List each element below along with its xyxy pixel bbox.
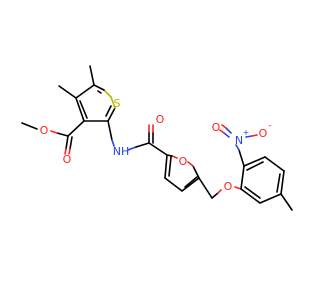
bond <box>168 156 172 177</box>
bond <box>107 120 113 141</box>
methyl-bond-lower <box>58 85 77 99</box>
bond <box>148 142 168 156</box>
nitro-oxygen-charge: - <box>268 121 271 131</box>
bond <box>68 148 71 155</box>
bond <box>50 130 58 134</box>
atom-label-ester-single-oxygen: O <box>40 124 49 137</box>
bond <box>75 84 95 99</box>
atom-label-amide-oxygen: O <box>156 113 165 126</box>
bond <box>234 186 242 190</box>
bond <box>192 165 200 179</box>
bond <box>238 149 245 167</box>
atom-label-nitro-oxygen-double: O <box>212 121 221 134</box>
atom-label-amide-nh: NH <box>113 145 130 158</box>
bond <box>79 100 88 119</box>
atom-label-ester-carbonyl-oxygen: O <box>63 153 72 166</box>
amide-group <box>107 120 168 156</box>
bond <box>187 161 194 167</box>
bond <box>259 193 282 204</box>
atom-label-sulfur: S <box>114 97 121 110</box>
bond <box>276 173 281 193</box>
bond <box>225 127 232 134</box>
benzene-ring <box>240 156 285 204</box>
bond <box>69 136 73 150</box>
bond <box>56 132 69 137</box>
bond <box>221 124 227 129</box>
bond <box>217 189 222 194</box>
bond <box>103 89 112 98</box>
bond <box>64 148 67 155</box>
methyl-bond-benzene <box>280 193 293 211</box>
bond <box>127 146 137 151</box>
bond <box>240 165 245 190</box>
atom-label-ether-oxygen: O <box>224 180 233 193</box>
bond <box>107 107 116 122</box>
bond <box>251 134 258 137</box>
bond <box>211 192 219 199</box>
bond <box>67 120 85 137</box>
bond <box>111 139 115 147</box>
bond <box>240 188 261 204</box>
thiophene-ring <box>75 84 116 122</box>
bond <box>184 176 198 188</box>
bond <box>244 186 261 199</box>
bond <box>105 105 112 117</box>
atom-label-nitro-oxygen-minus: O <box>259 127 268 140</box>
bond <box>97 90 102 94</box>
bond <box>235 144 240 151</box>
bond <box>223 132 230 138</box>
bond <box>198 177 213 199</box>
methyl-bond-upper <box>89 65 95 86</box>
bond <box>75 97 85 122</box>
bond <box>280 170 285 195</box>
molecule-svg: S O O O O O NH N + O O - <box>21 65 293 211</box>
atom-label-nitro-nitrogen: N <box>235 134 243 147</box>
bond <box>264 156 285 172</box>
molecule-structure-diagram: S O O O O O NH N + O O - <box>21 65 293 211</box>
atom-label-furan-oxygen: O <box>179 155 188 168</box>
bond <box>243 156 266 167</box>
bond <box>245 135 253 138</box>
bond <box>21 122 38 130</box>
bond <box>135 142 150 148</box>
furan-ring <box>164 154 200 192</box>
nitro-nitrogen-charge: + <box>243 128 250 137</box>
bond <box>246 161 264 171</box>
bond <box>164 177 183 192</box>
bond <box>181 177 200 192</box>
ester-group <box>21 120 85 155</box>
bond <box>166 154 173 157</box>
bond <box>171 155 178 159</box>
bond <box>164 154 168 179</box>
bond <box>110 96 116 109</box>
bond <box>219 129 225 134</box>
bond <box>93 84 105 91</box>
bond <box>65 135 69 150</box>
